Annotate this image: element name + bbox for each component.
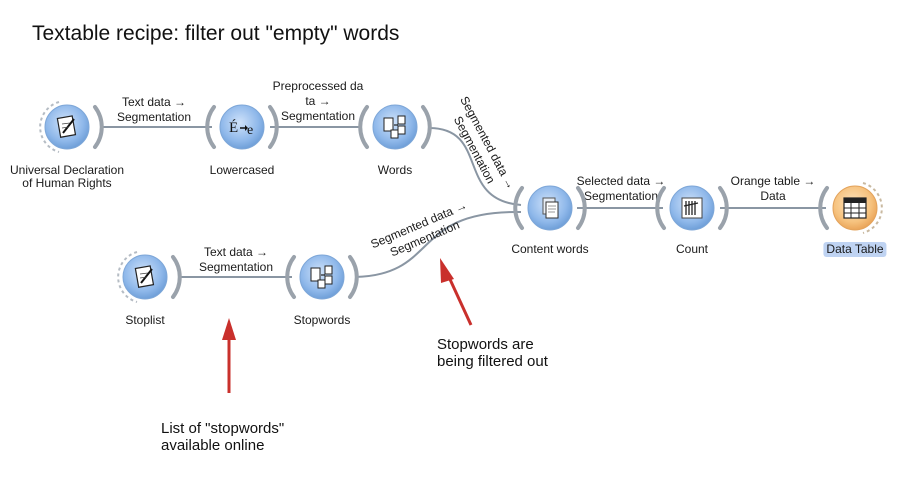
link-label-l5: Segmented data → Segmentation xyxy=(369,198,470,259)
note-stopword-list: List of "stopwords" available online xyxy=(161,420,284,454)
link-label-line: Segmentation xyxy=(281,109,355,123)
note-line: List of "stopwords" xyxy=(161,420,285,437)
link-label-line: Selected data → xyxy=(577,174,666,188)
link-label-line: Orange table → xyxy=(731,174,816,188)
link-label-line: Segmentation xyxy=(117,110,191,124)
node-data-table[interactable] xyxy=(818,182,883,234)
text-case-icon: É e xyxy=(229,119,253,138)
link-label-l6: Selected data → Segmentation xyxy=(577,174,666,203)
segment-icon xyxy=(310,265,333,289)
document-pen-icon xyxy=(134,265,155,288)
node-stopwords[interactable] xyxy=(285,254,359,300)
node-caption-content-words: Content words xyxy=(511,243,588,256)
document-pen-icon xyxy=(56,115,77,138)
link-label-l1: Text data → Segmentation xyxy=(117,95,191,124)
caption-line: Count xyxy=(675,242,709,256)
link-label-line: Text data → xyxy=(122,95,186,109)
node-udhr[interactable] xyxy=(39,101,104,153)
arrow-to-link xyxy=(440,258,473,326)
link-label-l7: Orange table → Data xyxy=(731,174,816,203)
svg-text:e: e xyxy=(247,123,253,138)
caption-line: of Human Rights xyxy=(22,176,112,190)
node-lowercased[interactable]: É e xyxy=(205,104,279,150)
caption-line: Universal Declaration xyxy=(9,163,125,177)
node-stoplist[interactable] xyxy=(117,251,182,303)
annotation-arrows xyxy=(222,258,473,393)
caption-line: Words xyxy=(377,163,413,177)
link-label-l2: Preprocessed da ta → Segmentation xyxy=(273,79,364,123)
node-count[interactable] xyxy=(655,185,729,231)
link-stopwords-content[interactable] xyxy=(354,210,522,278)
caption-line: Stopwords xyxy=(293,313,351,327)
note-line: available online xyxy=(161,437,265,454)
node-caption-stoplist: Stoplist xyxy=(125,314,164,327)
tally-icon xyxy=(681,197,703,219)
svg-text:É: É xyxy=(229,119,238,136)
node-caption-count: Count xyxy=(676,243,708,256)
links xyxy=(100,126,826,278)
link-words-content[interactable] xyxy=(428,127,522,206)
node-caption-data-table[interactable]: Data Table xyxy=(823,242,887,257)
node-caption-lowercased: Lowercased xyxy=(210,164,275,177)
link-label-line: Segmentation xyxy=(584,189,658,203)
node-words[interactable] xyxy=(358,104,432,150)
caption-line: Stoplist xyxy=(125,313,165,327)
node-content-words[interactable] xyxy=(513,185,587,231)
caption-line: Data Table xyxy=(823,242,887,257)
link-label-line: ta → xyxy=(305,94,330,108)
link-label-line: Preprocessed da xyxy=(273,79,364,93)
caption-line: Lowercased xyxy=(209,163,275,177)
caption-line: Content words xyxy=(511,242,589,256)
arrow-to-stoplist-link xyxy=(222,318,236,393)
note-stopwords-filtered: Stopwords are being filtered out xyxy=(437,336,548,370)
segment-icon xyxy=(383,115,406,139)
link-label-line: Segmentation xyxy=(199,260,273,274)
note-line: being filtered out xyxy=(437,353,548,370)
select-icon xyxy=(542,197,559,219)
link-label-line: Text data → xyxy=(204,245,268,259)
note-line: Stopwords are xyxy=(437,336,534,353)
node-caption-stopwords: Stopwords xyxy=(294,314,351,327)
node-caption-words: Words xyxy=(378,164,412,177)
node-caption-udhr: Universal Declaration of Human Rights xyxy=(10,164,124,190)
page-title: Textable recipe: filter out "empty" word… xyxy=(32,22,400,45)
link-label-l4: Text data → Segmentation xyxy=(199,245,273,274)
link-label-line: Data xyxy=(760,189,786,203)
table-icon xyxy=(843,197,867,219)
